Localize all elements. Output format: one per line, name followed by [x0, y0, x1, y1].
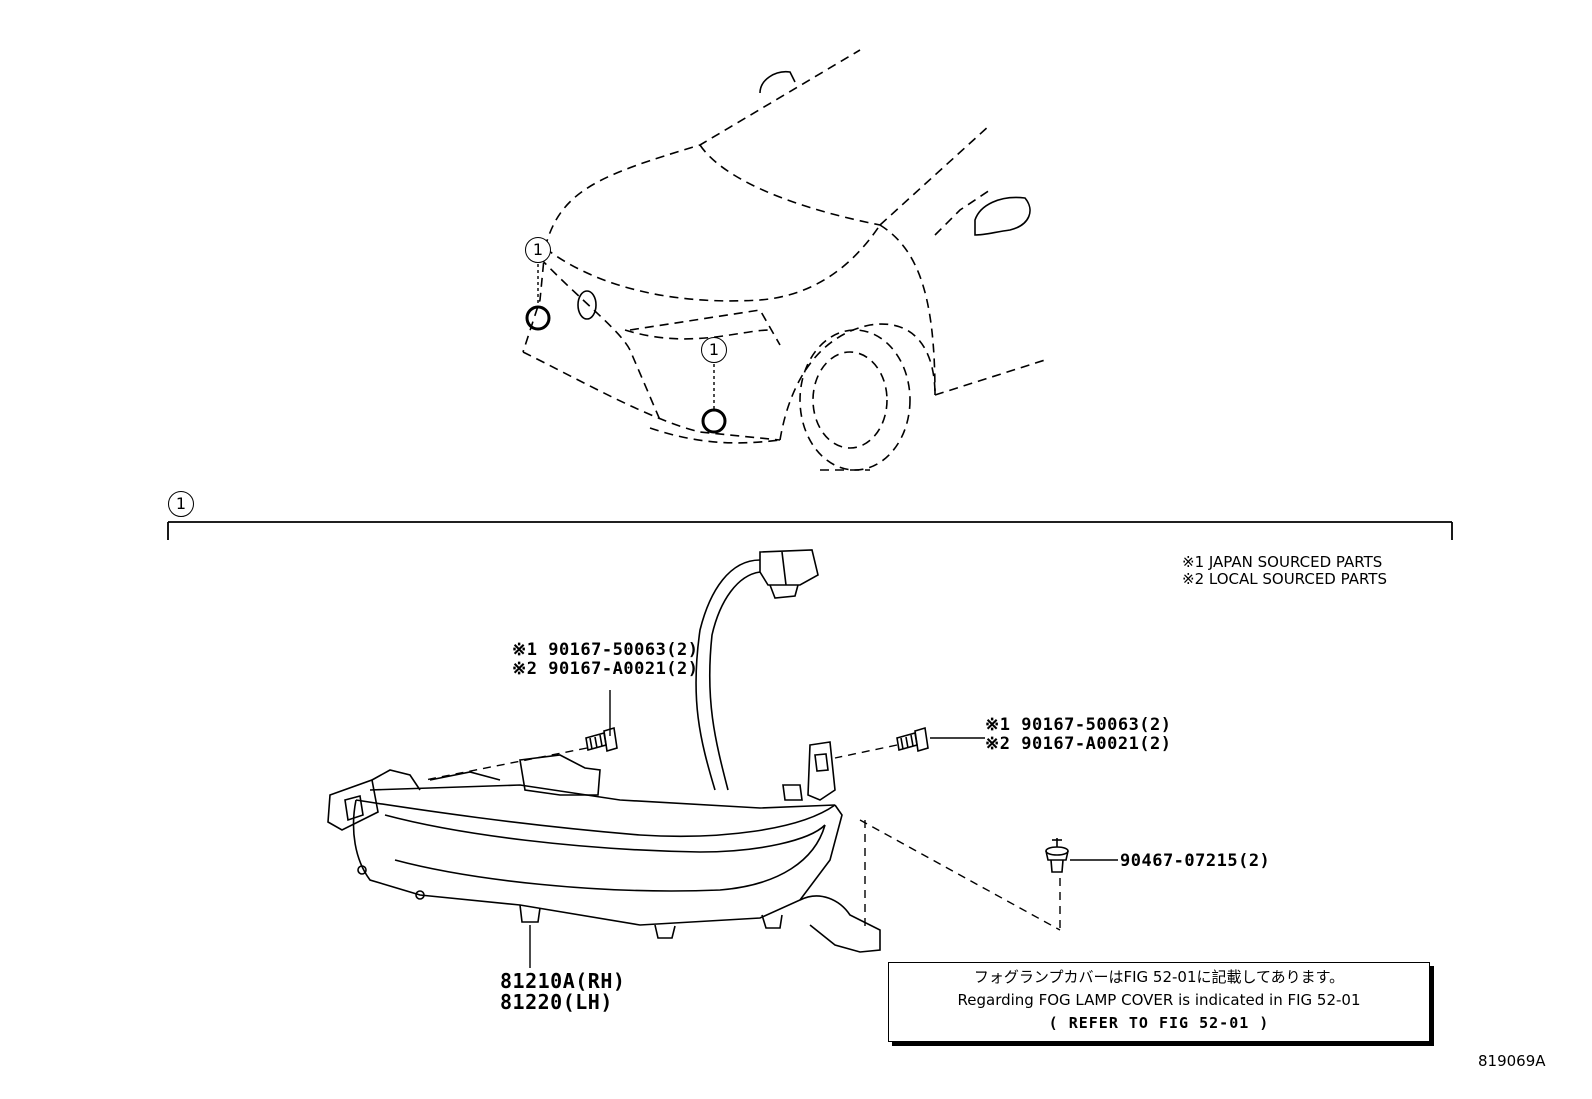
part-fog-lamp-rh: 81210A(RH): [500, 969, 626, 993]
fog-lamp-location-left: [525, 305, 551, 331]
callout-vehicle-right: 1: [701, 337, 727, 363]
screw-right: [896, 726, 929, 753]
fog-lamp-assembly: [327, 549, 881, 953]
part-screw-left-japan: ※1 90167-50063(2): [512, 640, 699, 660]
legend-local-sourced: ※2 LOCAL SOURCED PARTS: [1182, 570, 1387, 588]
note-japanese: フォグランプカバーはFIG 52-01に記載してあります。: [973, 968, 1345, 986]
fog-lamp-location-right: [701, 408, 727, 434]
note-english: Regarding FOG LAMP COVER is indicated in…: [957, 991, 1361, 1009]
part-screw-right-japan: ※1 90167-50063(2): [985, 715, 1172, 735]
part-screw-right-local: ※2 90167-A0021(2): [985, 734, 1172, 754]
part-screw-left-local: ※2 90167-A0021(2): [512, 659, 699, 679]
vehicle-details: [525, 70, 1031, 434]
section-bracket: [167, 521, 1453, 540]
figure-code: 819069A: [1478, 1052, 1546, 1070]
screw-left: [585, 726, 618, 753]
reference-note-box: フォグランプカバーはFIG 52-01に記載してあります。 Regarding …: [888, 962, 1430, 1042]
clip: [1045, 838, 1069, 873]
callout-section: 1: [168, 491, 194, 517]
dashed-guides: [424, 744, 1061, 931]
callout-vehicle-left: 1: [525, 237, 551, 263]
leader-lines: [529, 690, 1118, 968]
note-refer: ( REFER TO FIG 52-01 ): [1048, 1014, 1270, 1032]
part-clip: 90467-07215(2): [1120, 851, 1271, 871]
legend-japan-sourced: ※1 JAPAN SOURCED PARTS: [1182, 553, 1383, 571]
vehicle-outline: [522, 49, 1046, 471]
part-fog-lamp-lh: 81220(LH): [500, 990, 613, 1014]
